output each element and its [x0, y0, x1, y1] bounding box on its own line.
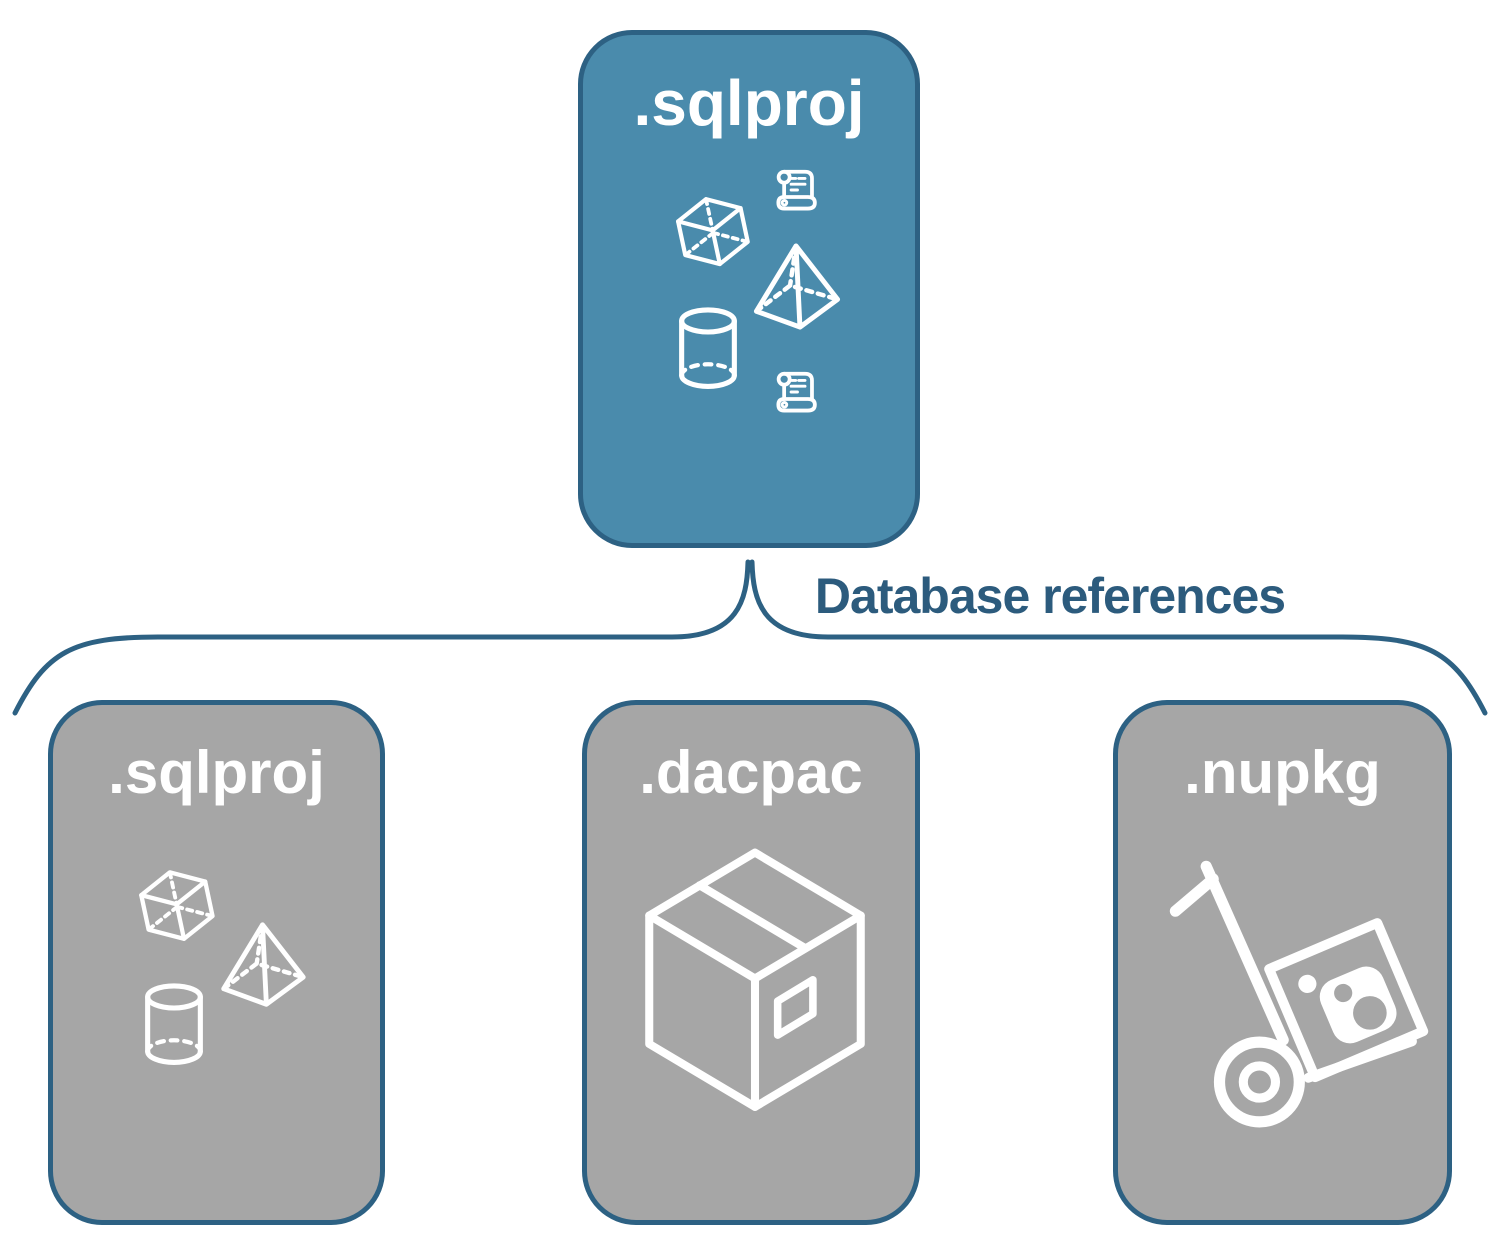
pyramid-icon — [743, 238, 849, 337]
child-box-title: .nupkg — [1184, 739, 1381, 806]
brace-left-arm — [12, 559, 751, 716]
cylinder-icon — [674, 305, 742, 393]
pyramid-icon — [211, 917, 314, 1014]
root-box-title: .sqlproj — [633, 67, 865, 139]
hand-truck-wheel — [1213, 1036, 1305, 1128]
child-box-title: .dacpac — [639, 739, 863, 806]
hand-truck-nuget-icon — [1160, 851, 1440, 1131]
child-box-dacpac: .dacpac — [582, 700, 920, 1225]
root-box-sqlproj: .sqlproj — [578, 30, 920, 548]
hand-truck-rail — [1200, 860, 1289, 1046]
scroll-icon — [765, 360, 823, 424]
hand-truck-grip — [1169, 873, 1219, 917]
package-box-icon — [629, 840, 881, 1122]
child-box-sqlproj: .sqlproj — [48, 700, 385, 1225]
cube-icon — [126, 855, 228, 957]
child-box-nupkg: .nupkg — [1113, 700, 1452, 1225]
cylinder-icon — [140, 981, 208, 1069]
child-box-title: .sqlproj — [108, 739, 325, 806]
scroll-icon — [765, 158, 823, 222]
nuget-package — [1264, 918, 1429, 1083]
cube-icon — [663, 182, 763, 282]
connector-label: Database references — [814, 568, 1286, 624]
